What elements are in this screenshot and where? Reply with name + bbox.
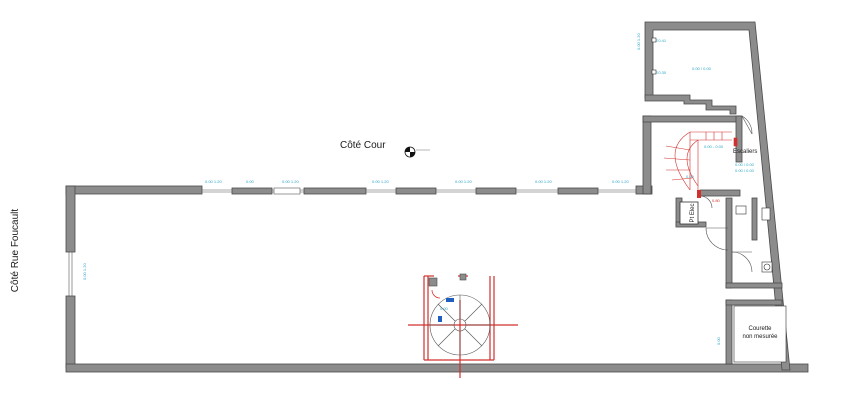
svg-text:≡0.30: ≡0.30 xyxy=(656,70,667,75)
top-wall-segment xyxy=(65,185,203,195)
left-wall xyxy=(65,295,76,369)
level-markers xyxy=(651,37,657,75)
left-wall xyxy=(65,185,76,253)
pt-elec-box xyxy=(679,201,699,225)
svg-text:0.00 1.20: 0.00 1.20 xyxy=(205,179,222,184)
svg-text:0.00 1.20: 0.00 1.20 xyxy=(455,179,472,184)
cote-rue-text: Côté Rue Foucault xyxy=(10,208,22,292)
top-wall-segment xyxy=(231,187,273,195)
stair-wall-top xyxy=(642,115,742,123)
svg-text:0.00 1.20: 0.00 1.20 xyxy=(612,179,629,184)
stepped-wall xyxy=(644,94,737,115)
top-wall-segment xyxy=(475,187,517,195)
window-openings xyxy=(68,187,636,296)
svg-text:0.00 1.20: 0.00 1.20 xyxy=(535,179,552,184)
upper-staircase xyxy=(663,131,738,191)
cote-rue-foucault-label: Côté Rue Foucault xyxy=(4,185,28,315)
stair-wall-bottom xyxy=(699,189,741,197)
service-wall xyxy=(725,299,783,306)
svg-text:0.80: 0.80 xyxy=(712,198,721,203)
bottom-wall xyxy=(65,363,809,373)
courette-area xyxy=(733,305,787,363)
service-wall xyxy=(725,197,733,289)
lower-spiral-staircase xyxy=(408,273,518,378)
door-swings xyxy=(699,115,753,273)
svg-text:0.00: 0.00 xyxy=(716,336,721,345)
svg-text:0.00 / 0.00: 0.00 / 0.00 xyxy=(735,168,755,173)
svg-text:0.00 1.20: 0.00 1.20 xyxy=(282,179,299,184)
svg-text:0.00 / 0.00: 0.00 / 0.00 xyxy=(692,66,712,71)
service-wall xyxy=(725,299,733,365)
service-wall xyxy=(751,197,758,241)
service-wall xyxy=(725,282,783,289)
svg-text:0.00 1.20: 0.00 1.20 xyxy=(82,263,87,280)
svg-text:0.00 - 0.00: 0.00 - 0.00 xyxy=(704,144,724,149)
stair-wall-left xyxy=(642,115,652,195)
pt-elec-label: Pt Elec xyxy=(690,203,696,222)
svg-text:0.00 / 0.00: 0.00 / 0.00 xyxy=(735,162,755,167)
courette-label: Courette xyxy=(748,326,772,332)
top-wall-segment xyxy=(557,187,599,195)
svg-text:0.00 1.20: 0.00 1.20 xyxy=(372,179,389,184)
sanitary-fixtures xyxy=(735,205,773,273)
top-wall-segment xyxy=(303,187,367,195)
svg-text:≡0.41: ≡0.41 xyxy=(656,38,667,43)
svg-text:0.00 1.20: 0.00 1.20 xyxy=(636,33,641,50)
courette-sublabel: non mesurée xyxy=(742,334,778,340)
cote-cour-label: Côté Cour xyxy=(340,140,386,151)
compass-north-icon xyxy=(404,146,430,158)
svg-text:0.00: 0.00 xyxy=(246,179,255,184)
top-wall-segment xyxy=(395,187,437,195)
escaliers-label: Escaliers xyxy=(733,149,757,155)
dimension-annotations: 0.00 1.20 0.00 0.00 1.20 0.00 1.20 0.00 … xyxy=(82,33,755,345)
red-marker xyxy=(697,190,701,198)
svg-text:0.00: 0.00 xyxy=(440,306,449,311)
